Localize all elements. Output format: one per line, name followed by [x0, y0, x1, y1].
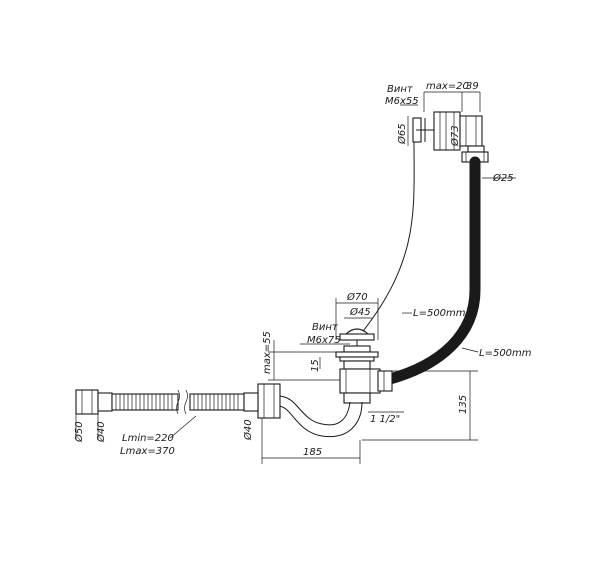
drain-tee — [339, 368, 381, 394]
trap-bend-outer — [277, 395, 351, 426]
dim-15-label: 15 — [310, 359, 321, 372]
l-500-thin-label: L=500mm — [413, 308, 466, 319]
trap-outlet-nut — [257, 383, 281, 419]
dim-39-label: 39 — [466, 81, 479, 92]
screw-mid-size: M6x75 — [307, 335, 341, 346]
drain-lower-nut — [343, 392, 371, 404]
overflow-flange — [433, 111, 461, 151]
dim-185-label: 185 — [303, 447, 322, 458]
dim-135-label: 135 — [458, 395, 469, 414]
lmax-label: Lmax=370 — [120, 446, 175, 457]
screw-mid-label: Винт — [312, 322, 339, 333]
outlet-corrugated-pipe — [75, 389, 259, 415]
d25-label: Ø25 — [492, 172, 514, 184]
d73-label: Ø73 — [449, 125, 461, 147]
l-500-hose-label: L=500mm — [479, 348, 532, 359]
d40-trap-label: Ø40 — [242, 419, 254, 441]
max-55-label: max=55 — [262, 331, 273, 374]
screw-top-size: M6x55 — [385, 96, 419, 107]
overflow-dimensions — [400, 91, 481, 150]
d70-label: Ø70 — [346, 291, 368, 303]
d40-left-label: Ø40 — [95, 421, 107, 443]
d65-label: Ø65 — [396, 123, 408, 145]
overflow-housing — [459, 115, 483, 147]
drain-valve — [335, 328, 393, 404]
trap-bend-inner — [277, 401, 363, 438]
outlet-end-fitting — [75, 389, 99, 415]
d45-label: Ø45 — [349, 306, 371, 318]
drain-dimensions — [300, 298, 379, 345]
overflow-hose-outer — [384, 156, 481, 385]
lmin-label: Lmin=220 — [122, 433, 174, 444]
overflow-cable-tube — [359, 141, 415, 336]
screw-top-label: Винт — [387, 84, 414, 95]
d50-label: Ø50 — [73, 421, 85, 443]
max-20-label: max=20 — [426, 81, 469, 92]
overflow-hose-ribs — [387, 159, 478, 382]
drain-flange — [335, 351, 379, 358]
thread-label: 1 1/2" — [370, 414, 400, 425]
hose-inlet-nut — [377, 370, 393, 392]
